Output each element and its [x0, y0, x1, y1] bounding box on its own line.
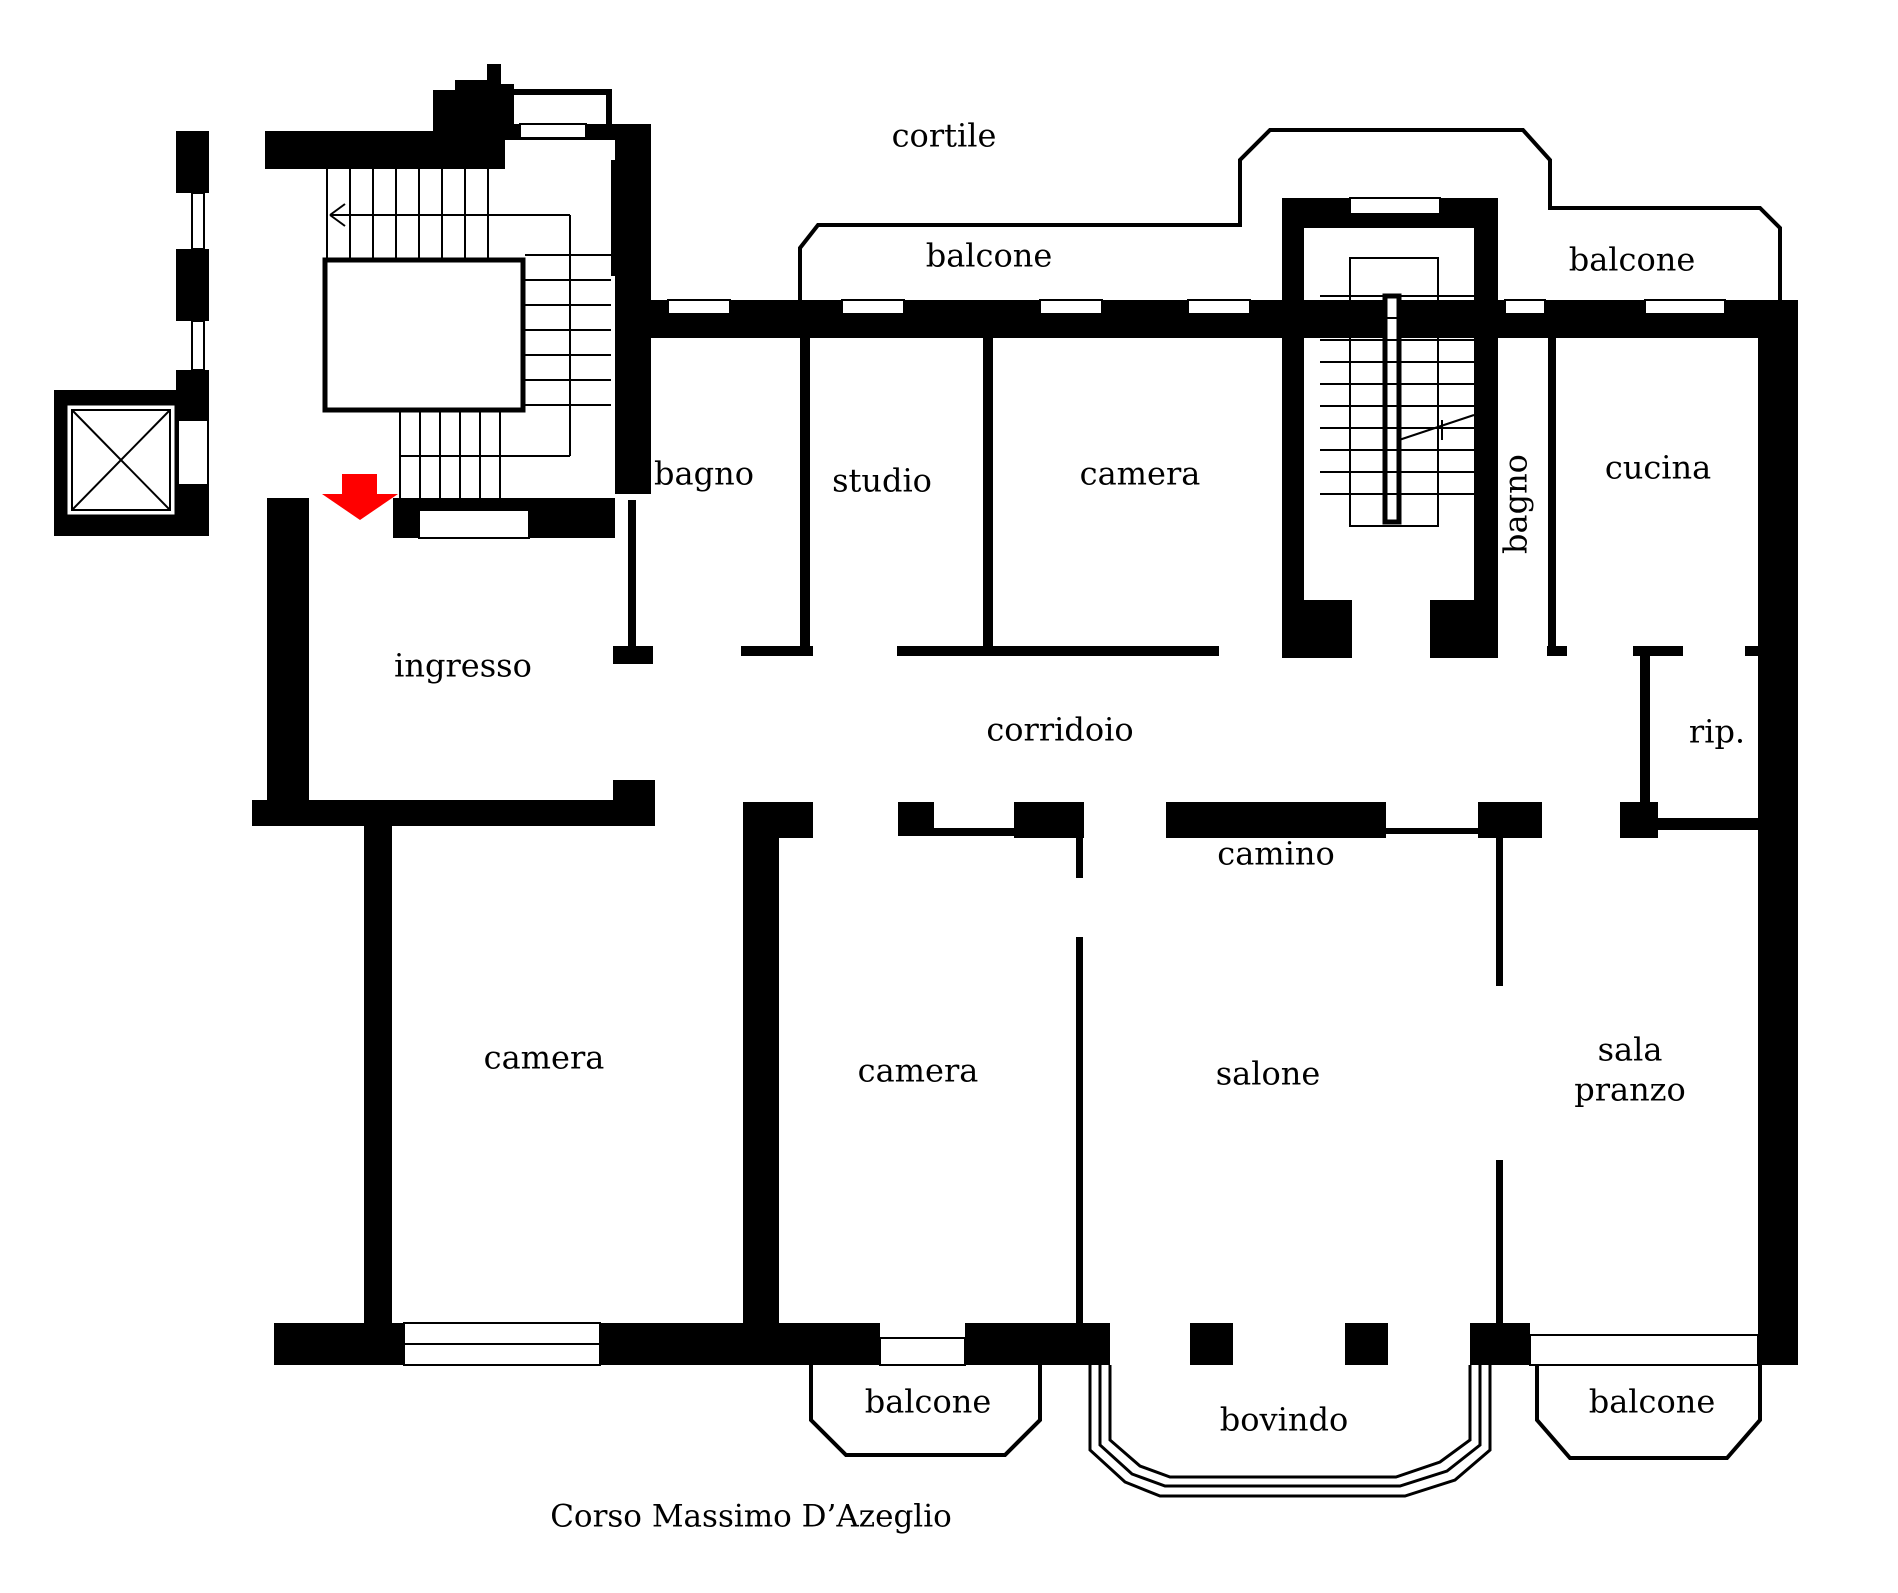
- label-bovindo: bovindo: [1220, 1401, 1348, 1439]
- label-rip: rip.: [1689, 713, 1745, 751]
- room-labels: cortile balcone balcone bagno studio cam…: [394, 117, 1745, 1535]
- label-salone: salone: [1216, 1055, 1321, 1093]
- label-ingresso: ingresso: [394, 647, 532, 685]
- label-camera-top: camera: [1080, 455, 1201, 493]
- label-camino: camino: [1217, 835, 1334, 873]
- label-balcone-bottom-left: balcone: [865, 1383, 992, 1421]
- pillars: [1193, 1323, 1388, 1365]
- entrance-arrow-icon: [322, 474, 398, 520]
- label-camera-left: camera: [484, 1039, 605, 1077]
- label-cortile: cortile: [892, 117, 997, 155]
- label-street: Corso Massimo D’Azeglio: [550, 1499, 952, 1535]
- label-bagno-1: bagno: [654, 455, 754, 493]
- label-bagno-2: bagno: [1497, 454, 1535, 554]
- windows: [177, 123, 1759, 1366]
- label-camera-mid: camera: [858, 1052, 979, 1090]
- label-studio: studio: [832, 462, 932, 500]
- label-balcone-bottom-right: balcone: [1589, 1383, 1716, 1421]
- staircase-secondary: [1320, 257, 1475, 527]
- label-corridoio: corridoio: [986, 711, 1133, 749]
- label-sala: sala: [1598, 1031, 1663, 1069]
- label-pranzo: pranzo: [1574, 1071, 1686, 1109]
- staircase-main: [322, 169, 611, 498]
- label-cucina: cucina: [1605, 449, 1711, 487]
- lift-shaft: [64, 402, 178, 518]
- label-balcone-top-left: balcone: [926, 237, 1053, 275]
- label-balcone-top-right: balcone: [1569, 241, 1696, 279]
- balconies: [798, 128, 1782, 1498]
